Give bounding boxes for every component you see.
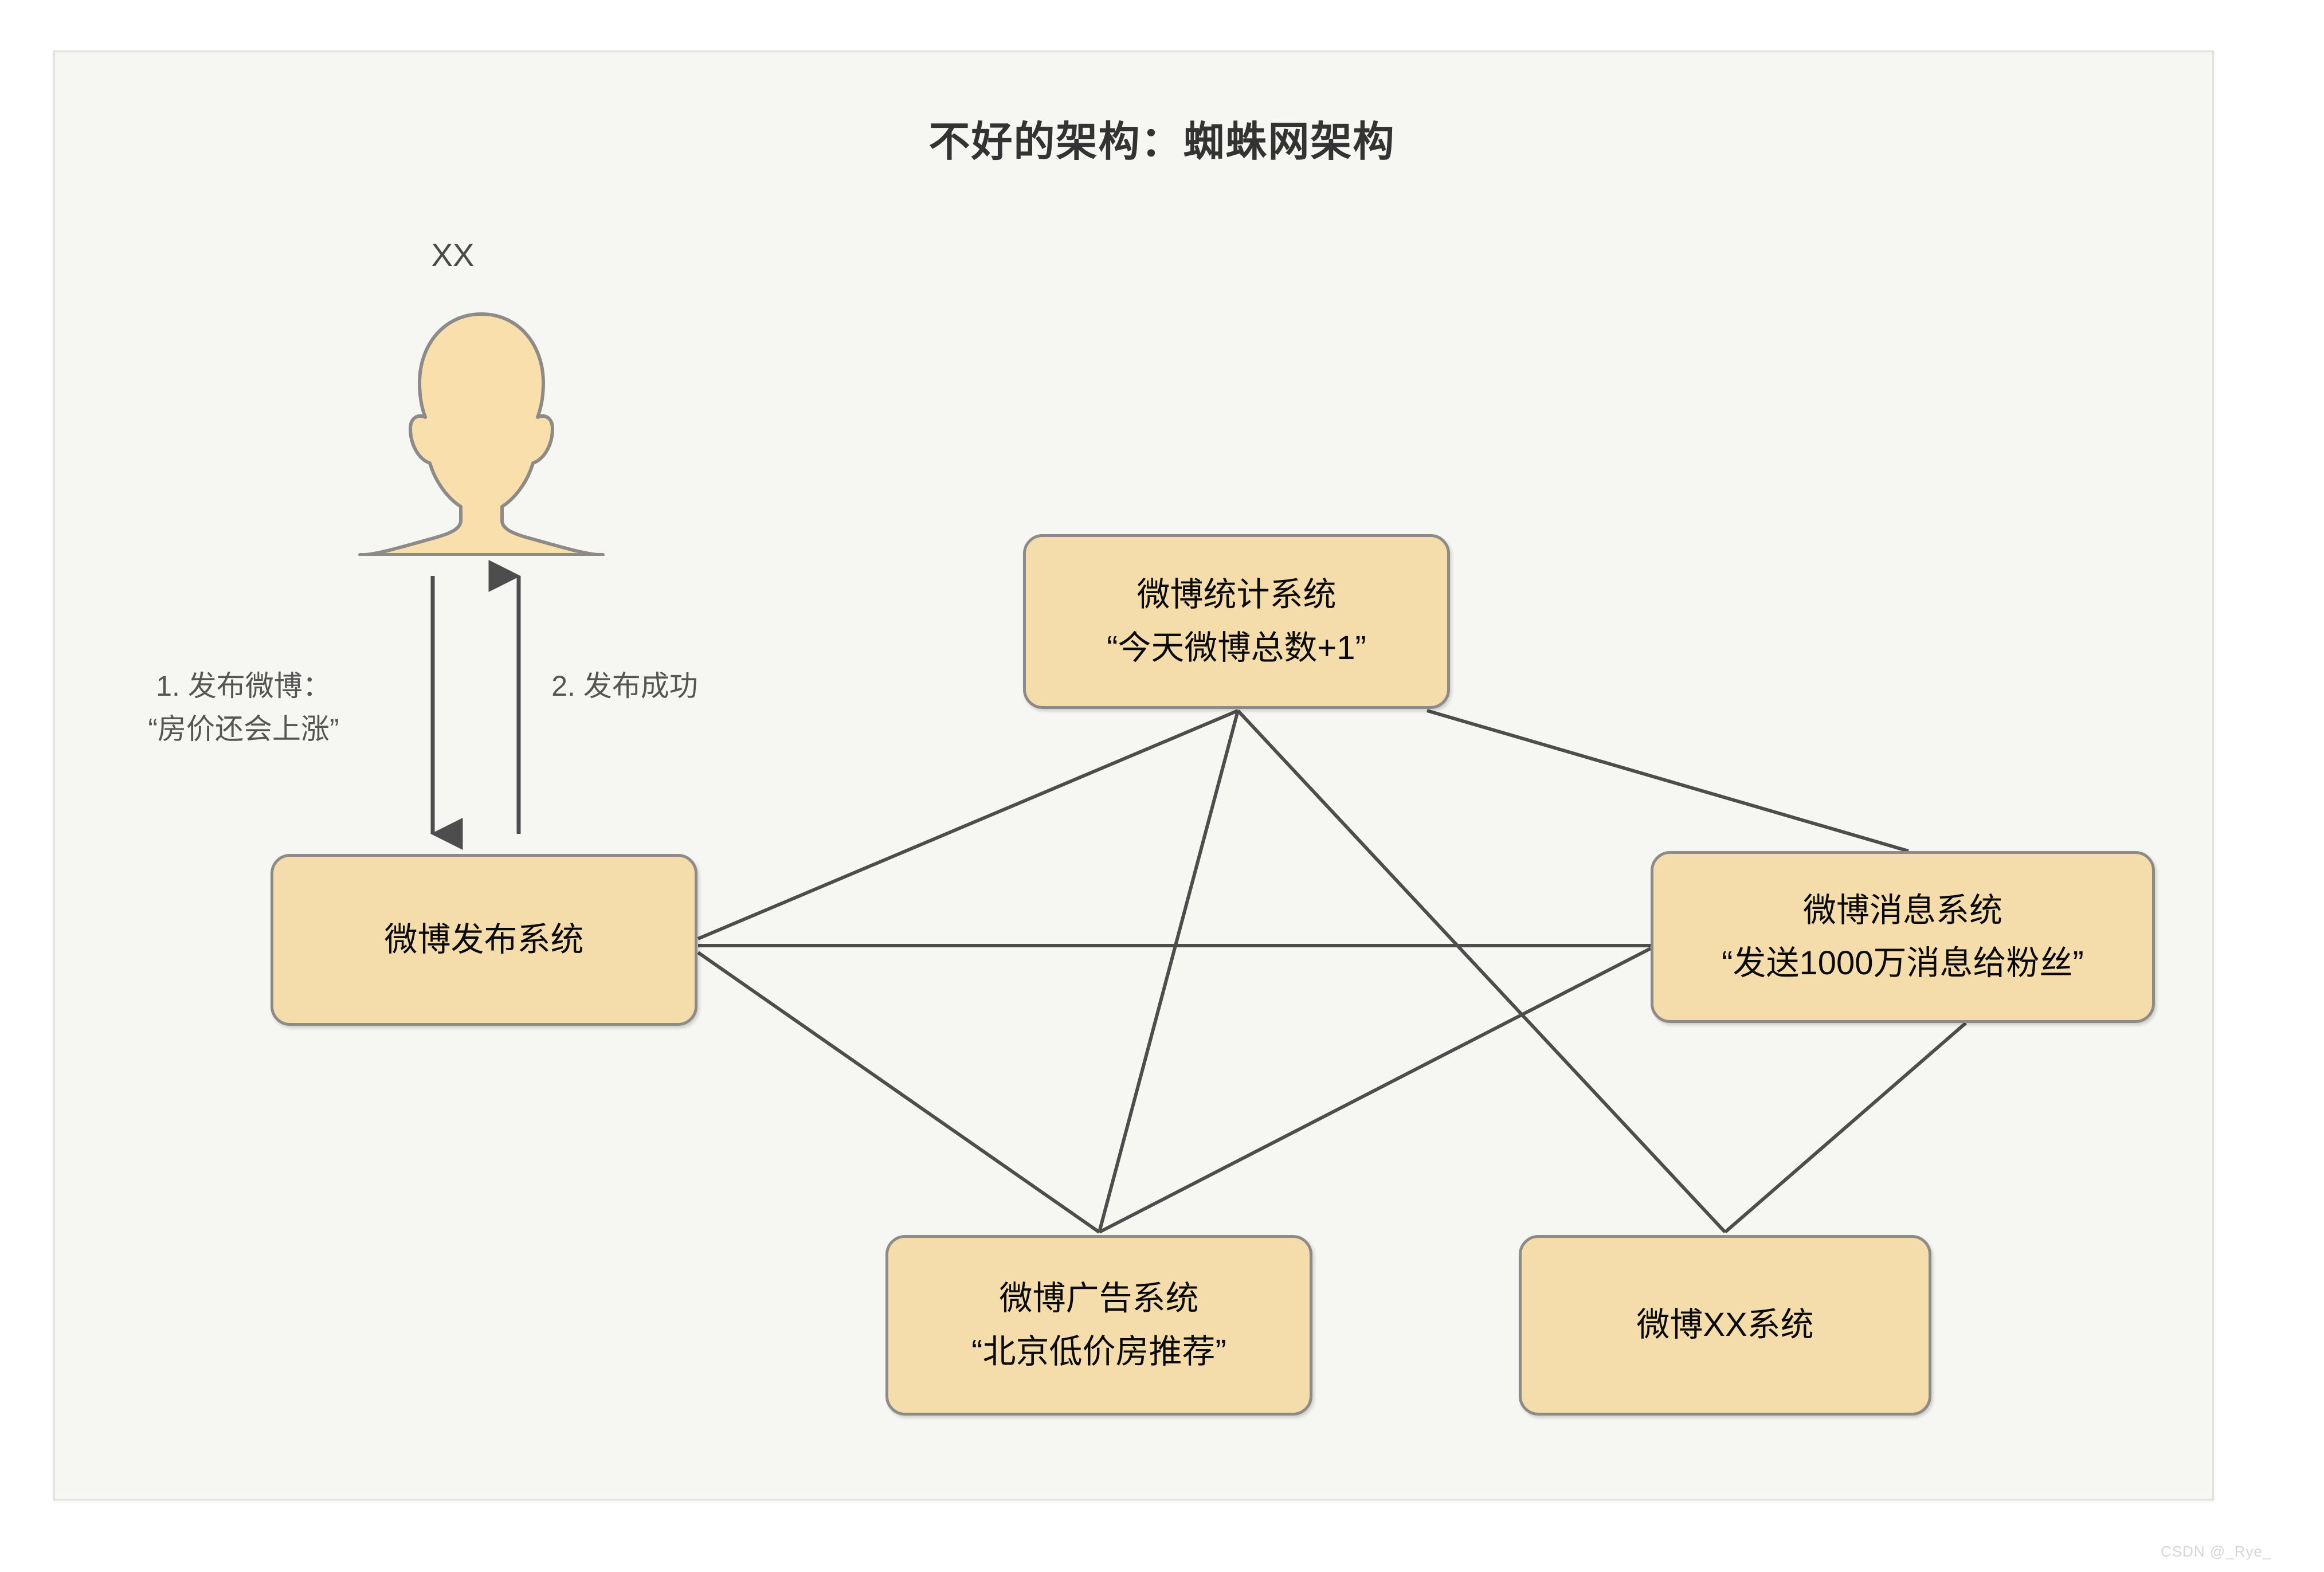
node-message-system[interactable]: 微博消息系统 “发送1000万消息给粉丝” [1651, 851, 2155, 1023]
node-publish-system-line1: 微博发布系统 [384, 920, 584, 958]
node-stats-system-line1: 微博统计系统 [1136, 576, 1337, 614]
node-xx-system[interactable]: 微博XX系统 [1519, 1235, 1931, 1416]
node-message-system-line2: “发送1000万消息给粉丝” [1722, 944, 2084, 982]
edge-label-publish-response: 2. 发布成功 [504, 665, 745, 708]
node-xx-system-line1: 微博XX系统 [1636, 1306, 1814, 1344]
edge-label-publish-line1: 1. 发布微博： [156, 670, 331, 702]
node-stats-system[interactable]: 微博统计系统 “今天微博总数+1” [1023, 534, 1450, 709]
page-title: 不好的架构：蜘蛛网架构 [928, 119, 1396, 165]
node-message-system-line1: 微博消息系统 [1802, 891, 2002, 929]
node-stats-system-line2: “今天微博总数+1” [1107, 629, 1366, 667]
watermark: CSDN @_Rye_ [2161, 1543, 2272, 1560]
edge-label-publish-request: 1. 发布微博： “房价还会上涨” [106, 665, 381, 751]
edge-label-publish-line2: “房价还会上涨” [148, 713, 339, 745]
person-silhouette-icon [358, 312, 605, 556]
node-publish-system[interactable]: 微博发布系统 [271, 854, 697, 1026]
node-ad-system[interactable]: 微博广告系统 “北京低价房推荐” [885, 1235, 1312, 1416]
actor-label: XX [431, 237, 475, 273]
node-ad-system-line2: “北京低价房推荐” [971, 1332, 1226, 1370]
node-ad-system-line1: 微博广告系统 [999, 1280, 1199, 1318]
edge-label-success-line1: 2. 发布成功 [551, 670, 698, 702]
